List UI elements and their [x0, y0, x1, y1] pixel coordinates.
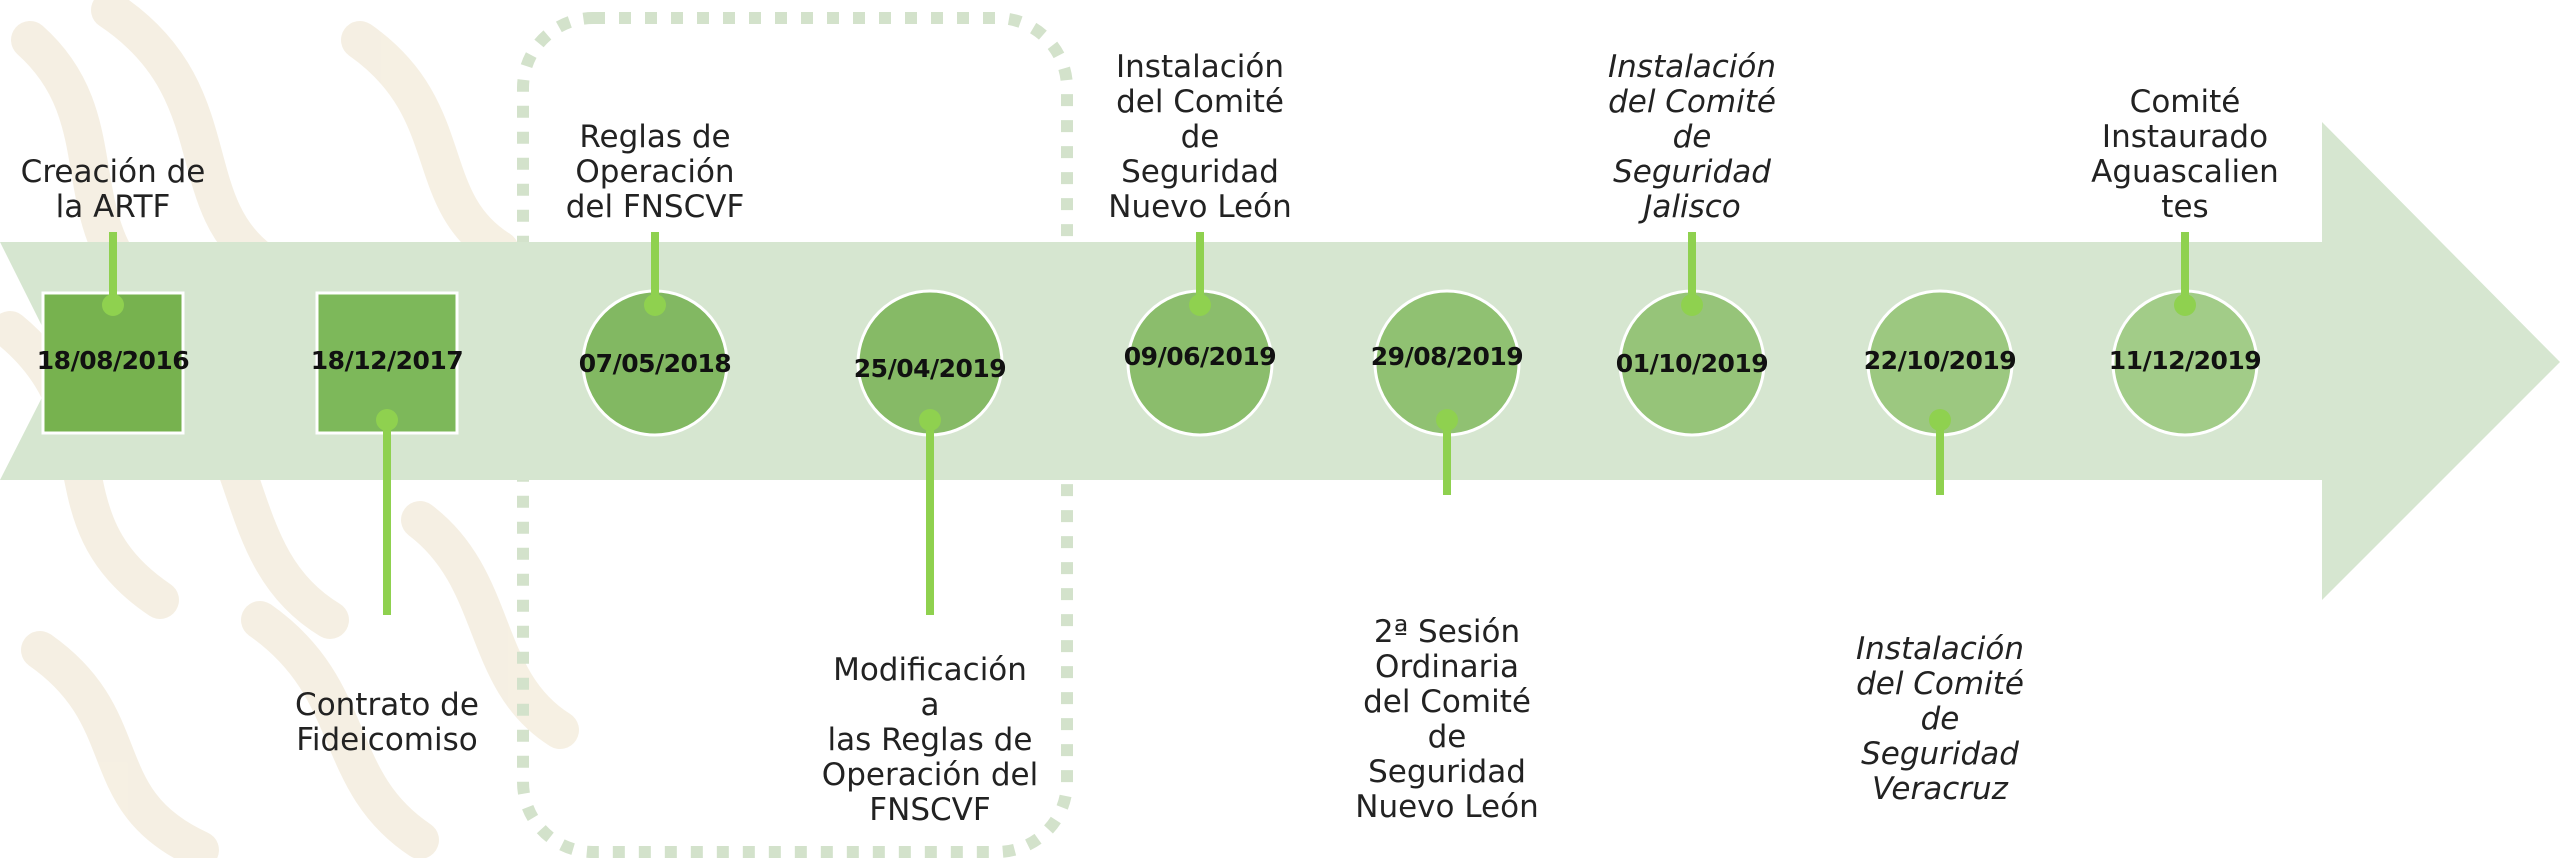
- event-connector-dot: [1189, 294, 1211, 316]
- event-connector-dot: [919, 409, 941, 431]
- event-label: Contrato de Fideicomiso: [295, 687, 479, 758]
- event-date: 22/10/2019: [1863, 346, 2017, 375]
- event-connector-dot: [1929, 409, 1951, 431]
- event-connector-dot: [644, 294, 666, 316]
- event-date: 18/12/2017: [310, 346, 464, 375]
- event-label: Instalación del Comité de Seguridad Jali…: [1608, 49, 1776, 225]
- event-connector-dot: [376, 409, 398, 431]
- event-connector-dot: [1436, 409, 1458, 431]
- event-connector-dot: [102, 294, 124, 316]
- event-label: Instalación del Comité de Seguridad Vera…: [1856, 631, 2024, 807]
- event-date: 09/06/2019: [1123, 342, 1277, 371]
- event-label: Instalación del Comité de Seguridad Nuev…: [1108, 49, 1292, 225]
- event-label: Comité Instaurado Aguascalien tes: [2091, 84, 2279, 225]
- event-connector-dot: [2174, 294, 2196, 316]
- event-label: Modificación a las Reglas de Operación d…: [821, 652, 1039, 828]
- event-date: 25/04/2019: [853, 354, 1007, 383]
- event-date: 07/05/2018: [578, 349, 732, 378]
- event-label: Creación de la ARTF: [20, 154, 206, 225]
- event-label: Reglas de Operación del FNSCVF: [565, 119, 745, 225]
- event-node-square: [41, 291, 185, 435]
- timeline-arrow: [0, 122, 2560, 600]
- event-label: 2ª Sesión Ordinaria del Comité de Seguri…: [1355, 614, 1539, 825]
- event-date: 11/12/2019: [2108, 346, 2262, 375]
- event-date: 29/08/2019: [1370, 342, 1524, 371]
- event-date: 18/08/2016: [36, 346, 190, 375]
- event-date: 01/10/2019: [1615, 349, 1769, 378]
- event-connector-dot: [1681, 294, 1703, 316]
